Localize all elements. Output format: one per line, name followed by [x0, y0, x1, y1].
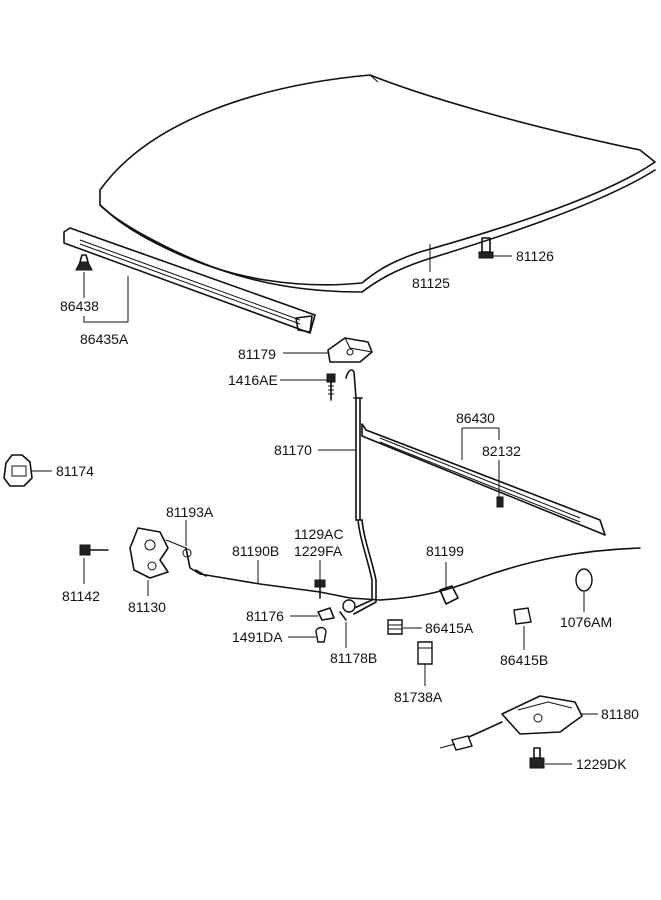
bolt-1129AC — [314, 579, 326, 599]
label-1229DK: 1229DK — [576, 756, 627, 772]
bumper-86415B — [513, 607, 532, 625]
label-81126: 81126 — [516, 248, 554, 264]
label-81176: 81176 — [246, 608, 284, 624]
label-81142: 81142 — [62, 588, 100, 604]
label-81199: 81199 — [426, 543, 464, 559]
leader-lines — [32, 244, 598, 765]
label-1229FA: 1229FA — [294, 543, 343, 559]
hood-seal-strip — [63, 227, 316, 334]
bumper-81738A — [417, 641, 433, 665]
clamp-81199 — [439, 585, 459, 605]
label-86438: 86438 — [60, 298, 99, 314]
label-81190B: 81190B — [232, 543, 279, 559]
label-1491DA: 1491DA — [232, 629, 283, 645]
clip-81176 — [317, 607, 335, 621]
label-81193A: 81193A — [166, 504, 214, 520]
label-81130: 81130 — [128, 599, 166, 615]
hood-stay-rod — [345, 369, 377, 615]
label-81738A: 81738A — [394, 689, 443, 705]
label-82132: 82132 — [482, 443, 521, 459]
label-1416AE: 1416AE — [228, 372, 278, 388]
label-81178B: 81178B — [330, 650, 377, 666]
label-81179: 81179 — [238, 346, 276, 362]
clip-81178B — [339, 599, 356, 621]
lower-latch-81180 — [439, 695, 583, 751]
bolt-81142 — [79, 544, 109, 556]
label-1129AC: 1129AC — [294, 526, 344, 542]
label-86415A: 86415A — [425, 620, 474, 636]
bracket-81179 — [327, 337, 373, 363]
plug-1076AM — [575, 568, 593, 592]
label-86415B: 86415B — [500, 652, 548, 668]
hood-panel — [99, 74, 656, 293]
release-cable-81190B — [182, 547, 641, 601]
hood-latch-81130 — [129, 527, 187, 579]
label-81170: 81170 — [274, 442, 312, 458]
bolt-81126 — [478, 237, 494, 259]
label-81174: 81174 — [56, 463, 94, 479]
label-86435A: 86435A — [80, 331, 129, 347]
label-81125: 81125 — [412, 275, 450, 291]
label-1076AM: 1076AM — [560, 614, 612, 630]
latch-handle-81174 — [3, 454, 33, 487]
label-81180: 81180 — [601, 706, 639, 722]
clip-82132 — [496, 496, 504, 508]
part-labels: 81125 81126 86438 86435A 81179 1416AE 86… — [56, 248, 639, 772]
hood-front-bar — [361, 423, 606, 536]
grommet-1491DA — [315, 626, 327, 643]
bolt-1229DK — [529, 747, 545, 769]
pin-1416AE — [326, 373, 336, 401]
clip-86438 — [75, 254, 93, 271]
label-86430: 86430 — [456, 410, 495, 426]
bumper-86415A — [387, 619, 403, 635]
